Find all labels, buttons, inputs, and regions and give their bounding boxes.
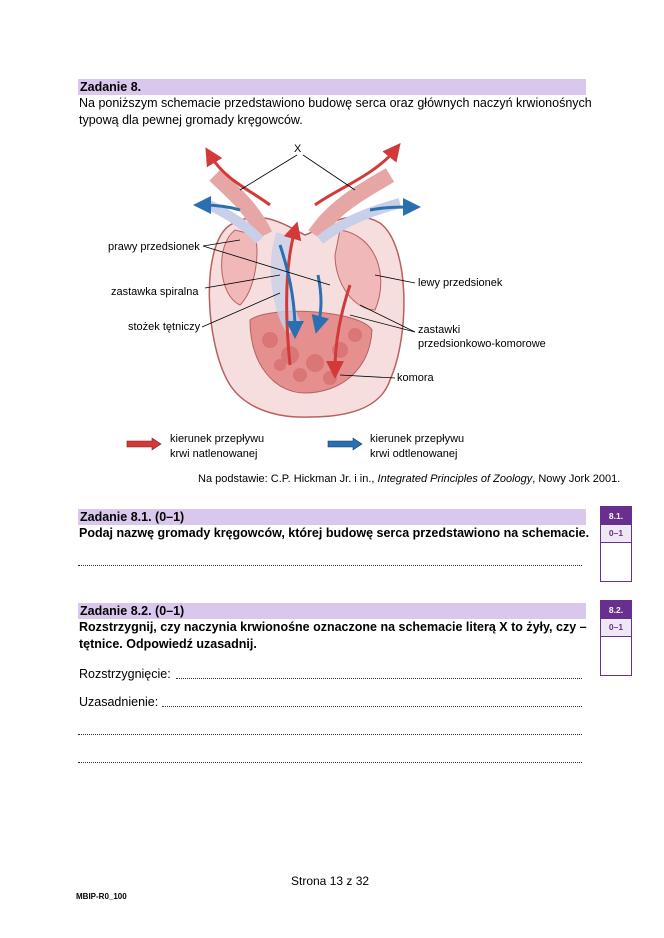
task-8-title: Zadanie 8. bbox=[78, 79, 586, 95]
leader-line-conus bbox=[201, 292, 281, 328]
score-box-8-2-label: 8.2. bbox=[601, 601, 631, 619]
label-left-atrium: lewy przedsionek bbox=[418, 277, 503, 289]
oxygenated-flow-arrow bbox=[314, 142, 401, 207]
leader-line-x-right bbox=[302, 154, 356, 191]
deoxygenated-flow-arrow bbox=[193, 196, 241, 215]
legend-deoxygenated-arrow-icon bbox=[327, 437, 363, 451]
score-box-8-2-field[interactable] bbox=[601, 637, 631, 675]
task-8-2-question-line-2: tętnice. Odpowiedź uzasadnij. bbox=[79, 637, 257, 651]
oxygenated-flow-arrow bbox=[205, 147, 271, 207]
vessel-left-1 bbox=[209, 169, 273, 239]
task-8-2-justification-label: Uzasadnienie: bbox=[79, 695, 159, 709]
leader-line-x-left bbox=[239, 154, 298, 191]
label-ventricle: komora bbox=[397, 372, 434, 384]
deoxygenated-flow-arrow bbox=[278, 244, 304, 339]
legend-deoxygenated-line-1: kierunek przepływu bbox=[370, 433, 465, 445]
legend-oxygenated-line-1: kierunek przepływu bbox=[170, 433, 265, 445]
score-box-8-2: 8.2. 0–1 bbox=[600, 600, 632, 676]
right-atrium-shape bbox=[221, 229, 258, 306]
label-right-atrium: prawy przedsionek bbox=[108, 241, 200, 253]
left-atrium-shape bbox=[334, 229, 382, 311]
deoxygenated-flow-arrow bbox=[311, 274, 330, 334]
exam-code: MBIP-R0_100 bbox=[76, 892, 127, 901]
label-spiral-valve: zastawka spiralna bbox=[111, 286, 199, 298]
leader-line-av-valve-1 bbox=[349, 314, 416, 333]
score-box-8-1: 8.1. 0–1 bbox=[600, 506, 632, 582]
score-box-8-1-label: 8.1. bbox=[601, 507, 631, 525]
deoxygenated-flow-arrow bbox=[369, 198, 421, 217]
score-box-8-1-points: 0–1 bbox=[601, 525, 631, 543]
task-8-intro-line-2: typową dla pewnej gromady kręgowców. bbox=[79, 113, 303, 127]
vessel-right-2 bbox=[316, 198, 402, 244]
score-box-8-1-field[interactable] bbox=[601, 543, 631, 581]
label-conus: stożek tętniczy bbox=[128, 321, 201, 333]
leader-line-left-atrium bbox=[374, 274, 416, 284]
task-8-intro-line-1: Na poniższym schemacie przedstawiono bud… bbox=[79, 96, 592, 110]
oxygenated-flow-arrow bbox=[326, 284, 352, 379]
task-8-2-answer-line-2[interactable] bbox=[78, 724, 582, 735]
task-8-1-answer-line[interactable] bbox=[78, 555, 582, 566]
task-8-2-decision-label: Rozstrzygnięcie: bbox=[79, 667, 171, 681]
legend-deoxygenated-line-2: krwi odtlenowanej bbox=[370, 448, 458, 460]
label-av-valves-1: zastawki bbox=[418, 324, 461, 336]
vessel-right-1 bbox=[308, 168, 395, 240]
legend-oxygenated-line-2: krwi natlenowanej bbox=[170, 448, 258, 460]
heart-diagram bbox=[193, 142, 421, 418]
leader-line-ventricle bbox=[339, 374, 396, 379]
task-8-2-decision-line[interactable] bbox=[176, 668, 582, 679]
task-8-1-question: Podaj nazwę gromady kręgowców, której bu… bbox=[79, 526, 590, 540]
leader-line-right-atrium bbox=[202, 239, 241, 247]
task-8-2-question-line-1: Rozstrzygnij, czy naczynia krwionośne oz… bbox=[79, 620, 587, 634]
diagram-source: Na podstawie: C.P. Hickman Jr. i in., In… bbox=[198, 473, 621, 485]
task-8-2-justification-line[interactable] bbox=[162, 696, 582, 707]
task-8-2-title: Zadanie 8.2. (0–1) bbox=[78, 603, 586, 619]
leader-line-av-valve-2 bbox=[359, 304, 416, 333]
leader-line-spiral-valve-2 bbox=[204, 274, 281, 289]
oxygenated-flow-arrow bbox=[283, 221, 302, 366]
score-box-8-2-points: 0–1 bbox=[601, 619, 631, 637]
label-x: X bbox=[294, 143, 302, 155]
task-8-2-answer-line-3[interactable] bbox=[78, 752, 582, 763]
legend-oxygenated-arrow-icon bbox=[126, 437, 162, 451]
task-8-1-title: Zadanie 8.1. (0–1) bbox=[78, 509, 586, 525]
leader-line-spiral-valve bbox=[202, 245, 331, 286]
page-number: Strona 13 z 32 bbox=[291, 874, 370, 888]
label-av-valves-2: przedsionkowo-komorowe bbox=[418, 338, 546, 350]
